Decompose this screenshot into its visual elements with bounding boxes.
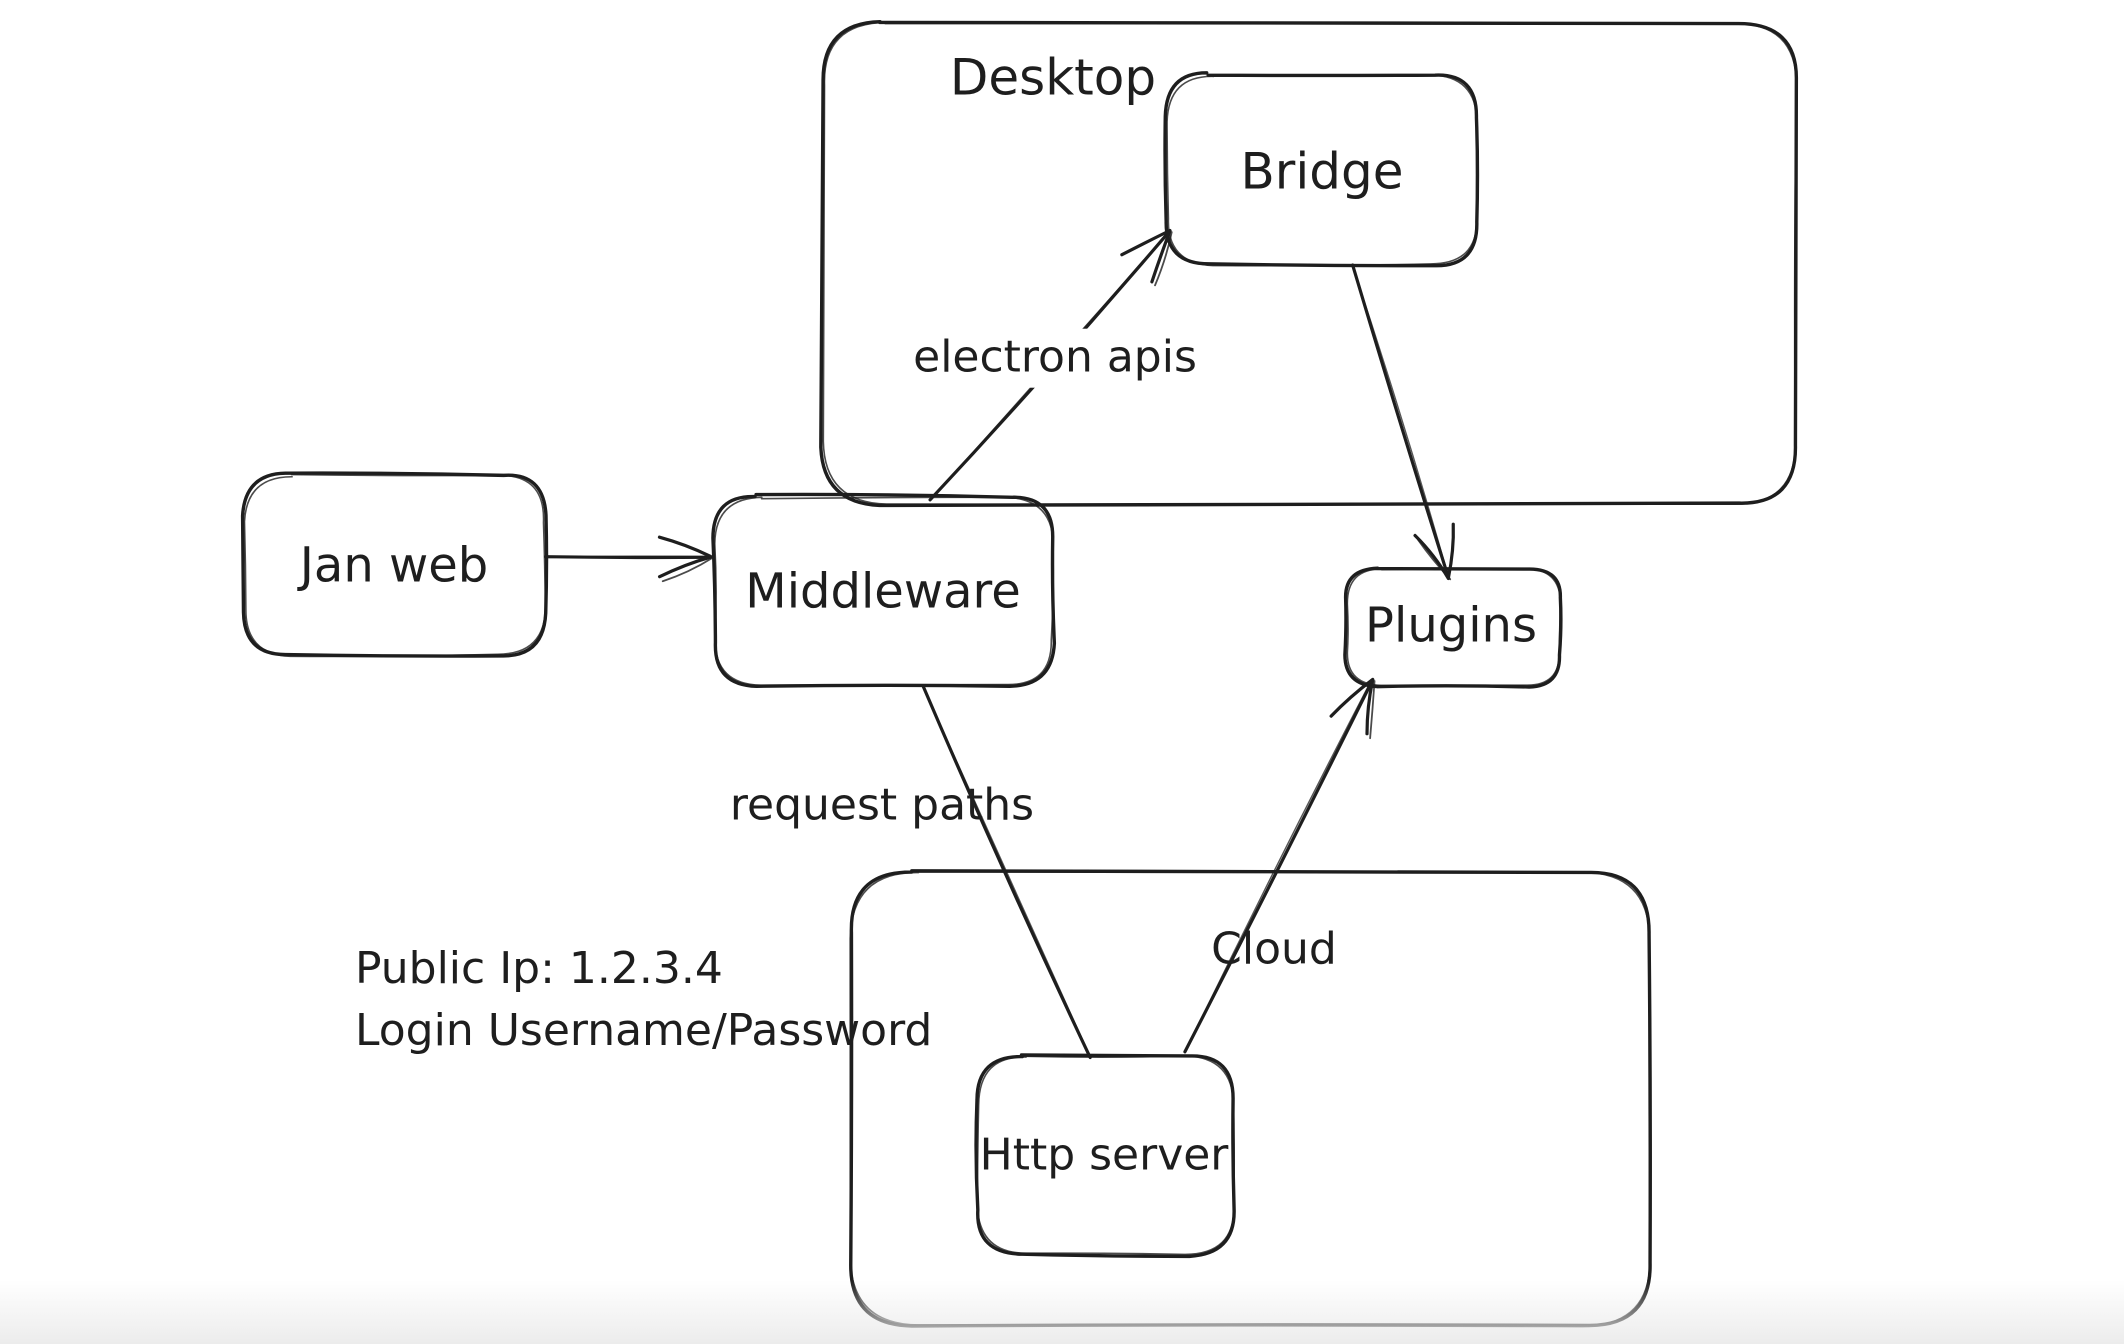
node-middleware-shape[interactable] — [711, 492, 1057, 689]
sketch-stroke — [1369, 680, 1376, 740]
jan-web-node-label[interactable]: Jan web — [299, 537, 489, 594]
node-jan-web-shape[interactable] — [240, 471, 549, 658]
sketch-stroke — [1351, 263, 1451, 580]
sketch-stroke — [922, 686, 1091, 1058]
sketch-stroke — [1120, 228, 1172, 257]
sketch-stroke — [1183, 678, 1374, 1054]
sketch-stroke — [1184, 679, 1373, 1054]
node-bridge-shape[interactable] — [1163, 71, 1480, 268]
edge-bridge-to-plugins[interactable] — [1351, 263, 1455, 581]
request-paths-edge-label[interactable]: request paths — [729, 779, 1035, 831]
container-desktop-shape[interactable] — [819, 19, 1799, 508]
sketch-stroke — [713, 496, 1055, 686]
edge-jan-web-to-middleware[interactable] — [543, 535, 714, 583]
edge-bridge-to-plugins-arrowhead-icon — [1413, 522, 1455, 581]
edge-jan-web-to-middleware-arrowhead-icon — [657, 535, 714, 583]
sketch-stroke — [1154, 231, 1173, 287]
sketch-stroke — [661, 557, 714, 583]
sketch-stroke — [1329, 677, 1375, 718]
sketch-stroke — [822, 21, 1798, 506]
sketch-stroke — [657, 555, 712, 579]
sketch-stroke — [544, 555, 712, 559]
middleware-node-label[interactable]: Middleware — [745, 563, 1021, 620]
http-server-node-label[interactable]: Http server — [979, 1129, 1229, 1181]
edge-middleware-to-http-server[interactable] — [921, 684, 1092, 1060]
edge-http-server-to-plugins[interactable] — [1183, 677, 1376, 1054]
desktop-container-label[interactable]: Desktop — [949, 48, 1157, 107]
plugins-node-label[interactable]: Plugins — [1365, 597, 1537, 654]
sketch-stroke — [657, 535, 712, 558]
cloud-container-label[interactable]: Cloud — [1211, 923, 1337, 975]
sketch-stroke — [1166, 74, 1478, 267]
login-credentials-text: Login Username/Password — [355, 1005, 933, 1057]
sketch-stroke — [974, 1053, 1236, 1259]
public-ip-text: Public Ip: 1.2.3.4 — [355, 943, 723, 994]
edge-middleware-to-bridge-arrowhead-icon — [1120, 228, 1173, 287]
electron-apis-edge-label[interactable]: electron apis — [899, 328, 1211, 388]
sketch-stroke — [1150, 229, 1172, 284]
sketch-stroke — [1446, 522, 1455, 580]
node-http-server-shape[interactable] — [974, 1053, 1236, 1259]
sketch-stroke — [243, 473, 547, 658]
bridge-node-label[interactable]: Bridge — [1240, 142, 1404, 201]
credentials-annotation[interactable]: Public Ip: 1.2.3.4 Login Username/Passwo… — [355, 938, 932, 1063]
sketch-stroke — [1417, 539, 1452, 581]
sketch-stroke — [1351, 265, 1450, 579]
sketch-stroke — [976, 1055, 1236, 1256]
sketch-stroke — [1365, 678, 1375, 736]
node-plugins-shape[interactable] — [1343, 566, 1563, 689]
sketch-stroke — [1346, 567, 1562, 687]
edge-http-server-to-plugins-arrowhead-icon — [1329, 677, 1376, 740]
